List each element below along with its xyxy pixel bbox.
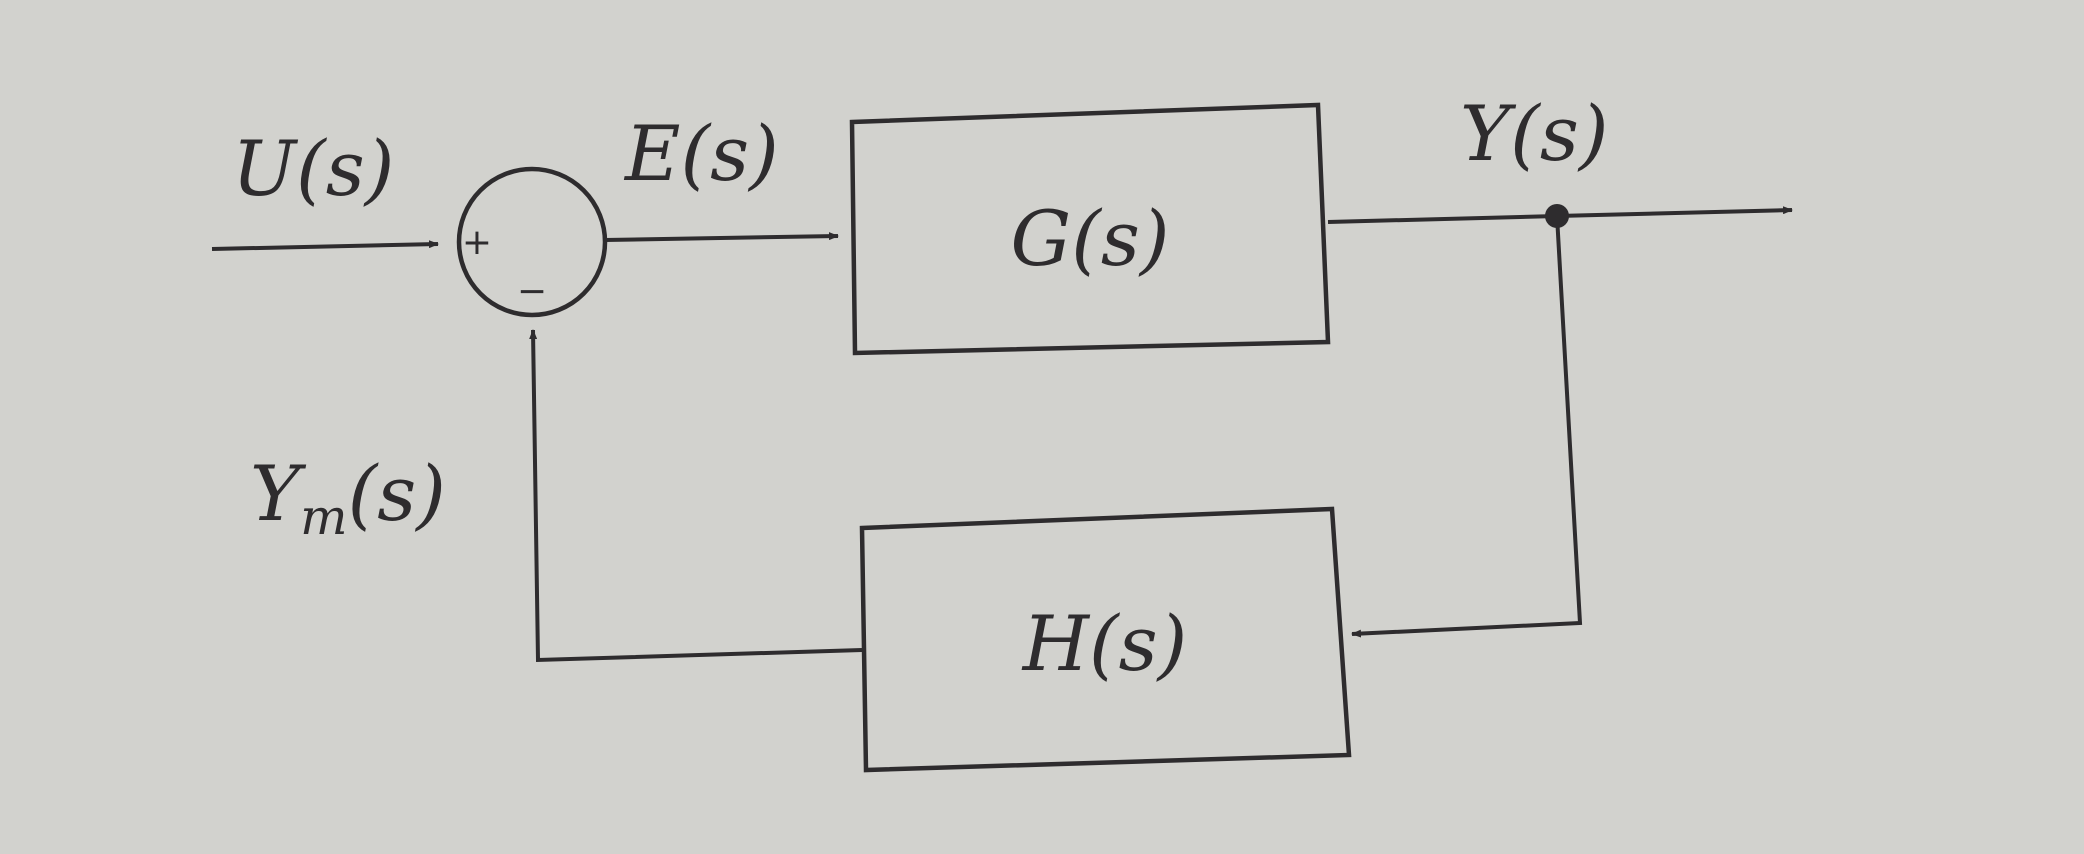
plus-sign: + xyxy=(462,222,492,263)
forward-block-label: G(s) xyxy=(1010,194,1169,283)
feedback-block-h xyxy=(859,506,1352,773)
output-wire xyxy=(1327,214,1558,224)
input-label: U(s) xyxy=(232,124,394,213)
measured-subscript: m xyxy=(300,488,347,546)
output-label: Y(s) xyxy=(1460,89,1608,178)
feedback-block-label: H(s) xyxy=(1021,599,1188,688)
error-arrow xyxy=(604,232,839,242)
measured-argument: (s) xyxy=(348,449,446,538)
measured-output-label: Ym(s) xyxy=(250,449,446,546)
input-arrow xyxy=(211,240,439,251)
error-label: E(s) xyxy=(623,109,779,198)
minus-sign: − xyxy=(517,271,547,312)
output-arrow xyxy=(1556,206,1793,218)
feedback-return-wire xyxy=(529,329,863,663)
forward-block-g xyxy=(849,102,1331,356)
measured-main: Y xyxy=(250,449,307,538)
summing-junction xyxy=(456,166,608,318)
feedback-wire xyxy=(1351,215,1583,638)
